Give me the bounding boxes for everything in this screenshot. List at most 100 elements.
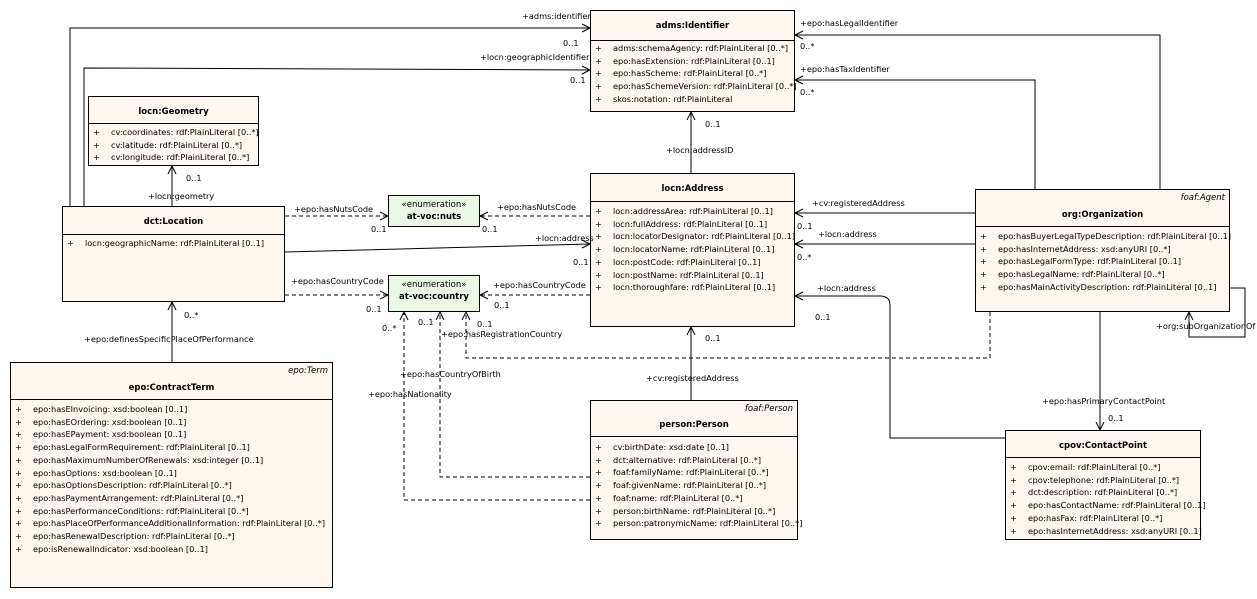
class-name: epo:ContractTerm	[128, 383, 215, 393]
dep-org-country	[465, 312, 991, 359]
attribute-row: +epo:isRenewalIndicator: xsd:boolean [0.…	[15, 543, 208, 554]
attribute-row: +cpov:email: rdf:PlainLiteral [0..*]	[1010, 462, 1161, 472]
attribute-row: +person:birthName: rdf:PlainLiteral [0..…	[595, 505, 776, 516]
role-label: +epo:definesSpecificPlaceOfPerformance	[84, 334, 254, 344]
class-stereotype: foaf:Person	[744, 404, 793, 414]
arrowhead	[167, 164, 177, 175]
multiplicity: 0..1	[418, 317, 434, 327]
attribute-row: +locn:locatorDesignator: rdf:PlainLitera…	[595, 231, 796, 242]
arrowhead	[686, 325, 696, 336]
multiplicity: 0..1	[366, 304, 382, 314]
multiplicity: 0..1	[494, 300, 510, 310]
attribute-row: +adms:schemaAgency: rdf:PlainLiteral [0.…	[595, 43, 789, 53]
attribute-row: +cv:birthDate: xsd:date [0..1]	[595, 442, 729, 452]
attribute-row: +epo:hasPerformanceConditions: rdf:Plain…	[15, 505, 249, 516]
attribute-row: +cv:coordinates: rdf:PlainLiteral [0..*]	[93, 127, 259, 137]
role-label: +epo:hasNationality	[368, 389, 452, 399]
attribute-row: +foaf:familyName: rdf:PlainLiteral [0..*…	[595, 467, 769, 478]
attribute-row: +foaf:givenName: rdf:PlainLiteral [0..*]	[595, 480, 767, 491]
multiplicity: 0..*	[800, 41, 815, 51]
multiplicity: 0..1	[573, 257, 589, 267]
attribute-row: +epo:hasContactName: rdf:PlainLiteral [0…	[1010, 500, 1206, 511]
role-label: +locn:address	[818, 229, 877, 239]
class-name: cpov:ContactPoint	[1058, 441, 1148, 451]
attribute-row: +locn:locatorName: rdf:PlainLiteral [0..…	[595, 244, 775, 255]
edge-org-suborganization	[1188, 287, 1246, 338]
arrowhead	[435, 310, 445, 321]
attribute-row: +epo:hasLegalFormType: rdf:PlainLiteral …	[980, 256, 1182, 267]
role-label: +org:subOrganizationOf 0	[1156, 321, 1257, 331]
multiplicity: 0..1	[705, 119, 721, 129]
multiplicity: 0..1	[186, 173, 202, 183]
multiplicity: 0..*	[184, 310, 199, 320]
arrowhead	[793, 239, 804, 249]
arrowhead	[1184, 310, 1194, 321]
class-person-person[interactable]: foaf:Person person:Person +cv:birthDate:…	[590, 400, 802, 540]
multiplicity: 0..*	[800, 87, 815, 97]
role-label: +cv:registeredAddress	[812, 198, 905, 208]
enum-stereotype: «enumeration»	[401, 200, 467, 210]
role-label: +epo:hasPrimaryContactPoint	[1042, 396, 1166, 406]
attribute-row: +epo:hasFax: rdf:PlainLiteral [0..*]	[1010, 512, 1163, 523]
class-locn-address[interactable]: locn:Address +locn:addressArea: rdf:Plai…	[590, 173, 795, 327]
role-label: +epo:hasNutsCode	[497, 202, 577, 212]
attribute-row: +dct:description: rdf:PlainLiteral [0..*…	[1010, 487, 1178, 498]
arrowhead	[793, 30, 804, 40]
multiplicity: 0..*	[382, 323, 397, 333]
role-label: +epo:hasCountryCode	[493, 280, 586, 290]
role-label: +epo:hasCountryCode	[291, 276, 384, 286]
edge-org-tax-identifier	[795, 79, 1036, 189]
attribute-row: +epo:hasEPayment: xsd:boolean [0..1]	[15, 429, 187, 440]
role-label: +epo:hasLegalIdentifier	[800, 18, 899, 28]
class-locn-geometry[interactable]: locn:Geometry +cv:coordinates: rdf:Plain…	[88, 96, 259, 166]
arrowhead	[793, 208, 804, 218]
multiplicity: 0..1	[570, 75, 586, 85]
enum-at-voc-nuts[interactable]: «enumeration» at-voc:nuts	[388, 195, 480, 227]
arrowhead	[793, 291, 804, 301]
attribute-row: +locn:addressArea: rdf:PlainLiteral [0..…	[595, 206, 773, 216]
multiplicity: 0..*	[797, 252, 812, 262]
role-label: +locn:geographicIdentifier	[480, 52, 590, 62]
attribute-row: +epo:hasOptionsDescription: rdf:PlainLit…	[15, 480, 232, 491]
attribute-row: +epo:hasMaximumNumberOfRenewals: xsd:int…	[15, 454, 264, 465]
class-name: adms:Identifier	[655, 21, 730, 31]
enum-name: at-voc:country	[399, 292, 469, 302]
attribute-row: +locn:postCode: rdf:PlainLiteral [0..1]	[595, 256, 761, 267]
class-adms-identifier[interactable]: adms:Identifier +adms:schemaAgency: rdf:…	[590, 10, 797, 112]
arrowhead	[793, 75, 804, 85]
multiplicity: 0..1	[477, 319, 493, 329]
class-org-organization[interactable]: foaf:Agent org:Organization +epo:hasBuye…	[975, 189, 1232, 312]
attribute-row: +epo:hasScheme: rdf:PlainLiteral [0..*]	[595, 68, 767, 79]
attribute-row: +epo:hasBuyerLegalTypeDescription: rdf:P…	[980, 231, 1232, 241]
class-name: dct:Location	[143, 217, 204, 227]
attribute-row: +epo:hasInternetAddress: xsd:anyURI [0..…	[980, 243, 1171, 254]
multiplicity: 0..1	[482, 224, 498, 234]
role-label: +epo:hasRegistrationCountry	[441, 329, 563, 339]
attribute-row: +epo:hasLegalFormRequirement: rdf:PlainL…	[15, 442, 250, 453]
class-name: org:Organization	[1061, 210, 1144, 220]
class-name: locn:Address	[661, 184, 724, 194]
attribute-row: +locn:postName: rdf:PlainLiteral [0..1]	[595, 269, 764, 280]
attribute-row: +epo:hasPlaceOfPerformanceAdditionalInfo…	[15, 518, 326, 529]
enum-stereotype: «enumeration»	[401, 280, 467, 290]
attribute-row: +cv:longitude: rdf:PlainLiteral [0..*]	[93, 152, 250, 163]
enum-at-voc-country[interactable]: «enumeration» at-voc:country	[388, 275, 480, 312]
role-label: +locn:address	[817, 283, 876, 293]
attribute-row: +foaf:name: rdf:PlainLiteral [0..*]	[595, 492, 743, 503]
attribute-row: +epo:hasMainActivityDescription: rdf:Pla…	[980, 281, 1217, 292]
role-label: +epo:hasTaxIdentifier	[800, 64, 890, 74]
arrowhead	[686, 110, 696, 121]
role-label: +adms:identifier	[522, 11, 591, 21]
attribute-row: +epo:hasExtension: rdf:PlainLiteral [0..…	[595, 55, 775, 66]
class-epo-contract-term[interactable]: epo:Term epo:ContractTerm +epo:hasEInvoi…	[10, 362, 333, 588]
attribute-row: +locn:geographicName: rdf:PlainLiteral […	[67, 238, 265, 248]
class-name: person:Person	[659, 420, 729, 430]
attribute-row: +epo:hasEOrdering: xsd:boolean [0..1]	[15, 416, 187, 427]
multiplicity: 0..1	[797, 221, 813, 231]
class-dct-location[interactable]: dct:Location +locn:geographicName: rdf:P…	[62, 206, 285, 302]
class-cpov-contact-point[interactable]: cpov:ContactPoint +cpov:email: rdf:Plain…	[1005, 430, 1206, 540]
dep-person-nationality	[403, 312, 590, 501]
role-label: +epo:hasNutsCode	[294, 204, 374, 214]
attribute-row: +epo:hasRenewalDescription: rdf:PlainLit…	[15, 531, 235, 542]
attribute-row: +cv:latitude: rdf:PlainLiteral [0..*]	[93, 139, 243, 150]
